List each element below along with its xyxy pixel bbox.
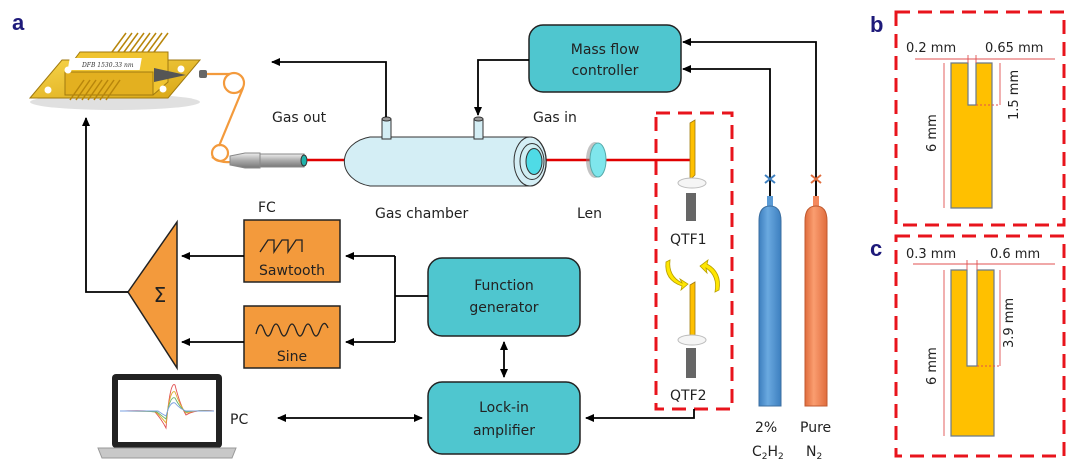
- sine-block: Sine: [243, 305, 341, 369]
- qtf-b-length: 6 mm: [925, 114, 940, 152]
- lock-in-amplifier: Lock-in amplifier: [427, 381, 581, 455]
- c2h2-cylinder: [758, 174, 782, 407]
- sawtooth-wave-icon: [259, 239, 303, 255]
- qtf-b-diagram: 0.2 mm 0.65 mm 1.5 mm 6 mm: [906, 41, 1055, 209]
- laser-label-plate: [67, 58, 142, 70]
- laser-label: DFB 1530.33 nm: [81, 62, 134, 69]
- pc-laptop-icon: [97, 374, 237, 459]
- n2-purity: Pure: [800, 420, 831, 436]
- sawtooth-block: Sawtooth: [243, 219, 341, 283]
- fiber-collimator: [229, 152, 308, 169]
- gas-out-label: Gas out: [272, 110, 327, 126]
- dfb-laser-module: DFB 1530.33 nm: [28, 32, 207, 110]
- panel-label-a: a: [12, 10, 25, 35]
- qtf-c-length: 6 mm: [925, 347, 940, 385]
- pc-label: PC: [230, 412, 248, 428]
- panel-label-c: c: [870, 236, 882, 261]
- swap-arrows-icon: [665, 259, 720, 293]
- qtf-c-slot: 3.9 mm: [1002, 298, 1017, 348]
- lockin-label-1: Lock-in: [479, 400, 529, 416]
- sine-wave-icon: [255, 322, 329, 337]
- c2h2-percent: 2%: [755, 420, 777, 436]
- fc-label: FC: [258, 200, 276, 216]
- qtf1-label: QTF1: [670, 232, 707, 248]
- sigma-symbol: Σ: [154, 283, 167, 307]
- qtf2-label: QTF2: [670, 388, 707, 404]
- qtf-b-gap: 0.2 mm: [906, 41, 956, 56]
- c2h2-formula: C2H2: [752, 444, 784, 462]
- lockin-label-2: amplifier: [473, 423, 535, 439]
- panel-b-frame: [894, 10, 1066, 227]
- qtf-c-prong: 0.6 mm: [990, 247, 1040, 262]
- gas-chamber-label: Gas chamber: [375, 206, 468, 222]
- qtf1: [677, 119, 707, 221]
- function-generator: Function generator: [427, 257, 581, 337]
- lens-label: Len: [577, 206, 602, 222]
- lens: [586, 142, 607, 178]
- qtf-c-diagram: 0.3 mm 0.6 mm 3.9 mm 6 mm: [906, 247, 1055, 437]
- function-gen-label-1: Function: [474, 278, 534, 294]
- n2-cylinder: [804, 174, 828, 407]
- summing-amplifier: Σ: [127, 219, 178, 371]
- n2-formula: N2: [806, 444, 822, 462]
- qtf2: [677, 281, 707, 378]
- function-gen-label-2: generator: [469, 300, 538, 316]
- mass-flow-label-1: Mass flow: [571, 42, 640, 58]
- sawtooth-label: Sawtooth: [259, 263, 325, 279]
- optical-fiber: [207, 71, 246, 164]
- gas-in-label: Gas in: [533, 110, 577, 126]
- qtf-b-prong: 0.65 mm: [985, 41, 1043, 56]
- sine-label: Sine: [277, 349, 307, 365]
- mass-flow-label-2: controller: [572, 63, 639, 79]
- qtf-c-gap: 0.3 mm: [906, 247, 956, 262]
- mass-flow-controller: Mass flow controller: [528, 24, 682, 93]
- qtf-b-slot: 1.5 mm: [1007, 70, 1022, 120]
- panel-label-b: b: [870, 12, 883, 37]
- signal-lines: [82, 117, 695, 422]
- panel-c-frame: [894, 234, 1066, 458]
- gas-chamber: [343, 116, 547, 187]
